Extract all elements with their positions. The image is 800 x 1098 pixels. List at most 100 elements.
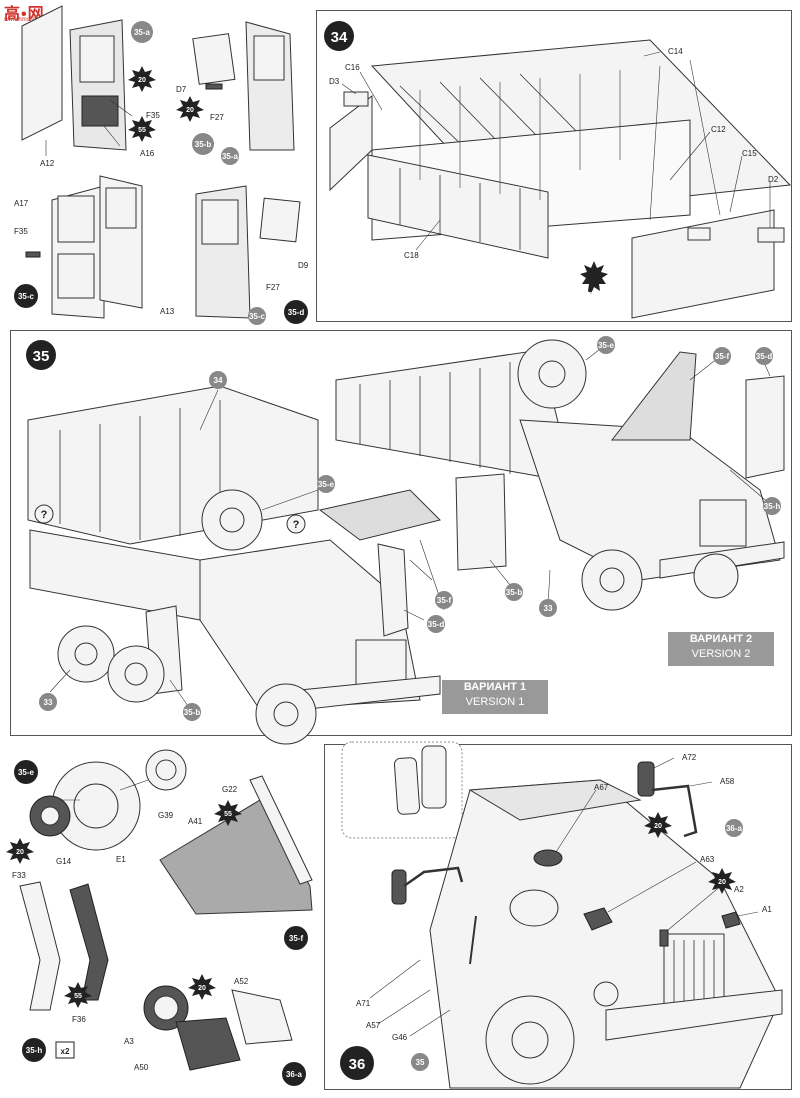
question-mark-1-text: ? xyxy=(41,509,48,521)
star-20-e-text: 20 xyxy=(16,849,24,856)
label-F27: F27 xyxy=(210,113,224,122)
label-C14: C14 xyxy=(668,47,683,56)
badge-35-ref-text: 35 xyxy=(416,1058,425,1067)
badge-33-ref-v1-text: 33 xyxy=(44,698,53,707)
door-trim-part xyxy=(81,95,119,127)
label-A41: A41 xyxy=(188,817,203,826)
label-C15: C15 xyxy=(742,149,757,158)
label-A67: A67 xyxy=(594,783,609,792)
label-G46: G46 xyxy=(392,1033,408,1042)
badge-35-a-ref-text: 35-a xyxy=(222,152,239,161)
label-F35-c: F35 xyxy=(14,227,28,236)
badge-35-h-ref-v2-text: 35-h xyxy=(764,502,781,511)
version-2-ru: ВАРИАНТ 2 xyxy=(689,633,753,645)
badge-35-d-ref-v1-text: 35-d xyxy=(428,620,445,629)
part-a63-part xyxy=(583,907,613,931)
label-A1: A1 xyxy=(762,905,772,914)
star-20-36-mid-text: 20 xyxy=(718,879,726,886)
step-34-circle xyxy=(324,21,354,51)
question-mark-2-text: ? xyxy=(293,519,300,531)
version-2-en: VERSION 2 xyxy=(691,648,751,660)
badge-35-b-ref-v2-text: 35-b xyxy=(506,588,523,597)
glue-star-55 xyxy=(580,261,608,294)
badge-35-f-ref-v2 xyxy=(713,347,731,365)
glue-star-20-e: 20 xyxy=(6,838,34,864)
glue-star-55-f: 55 xyxy=(214,800,242,826)
badge-35-d-ref-v1 xyxy=(427,615,445,633)
window-d3-part xyxy=(343,91,369,107)
badge-33-ref-v2 xyxy=(539,599,557,617)
label-C16: C16 xyxy=(345,63,360,72)
badge-35-e-text: 35-e xyxy=(18,768,35,777)
badge-35-a-ref xyxy=(221,147,239,165)
badge-35-d-ref-v2-text: 35-d xyxy=(756,352,773,361)
badge-35-a-text: 35-a xyxy=(134,28,151,37)
label-A2: A2 xyxy=(734,885,744,894)
v2-rear-wheel-part xyxy=(693,553,739,599)
left-mirror-arm-part xyxy=(403,866,464,888)
star-55-h-text: 55 xyxy=(74,993,82,1000)
badge-35-h xyxy=(22,1038,46,1062)
badge-35-b-ref-v1-text: 35-b xyxy=(184,708,201,717)
star-55-text: 55 xyxy=(589,292,597,299)
label-C18: C18 xyxy=(404,251,419,260)
label-A17: A17 xyxy=(14,199,29,208)
version-1-ru: ВАРИАНТ 1 xyxy=(463,681,527,693)
badge-35-d-ref-v2 xyxy=(755,347,773,365)
badge-35-c xyxy=(14,284,38,308)
handle-f35-part xyxy=(25,251,41,258)
watermark-sub: www.hmoshow.com xyxy=(4,17,57,23)
badge-36-a-ref xyxy=(725,819,743,837)
badge-36-a-text: 36-a xyxy=(286,1070,303,1079)
mirror-arm-a58-part xyxy=(651,784,698,838)
v1-right-door-part xyxy=(377,543,409,637)
door-a17-panel-part xyxy=(57,253,95,299)
star-20-a-text: 20 xyxy=(138,77,146,84)
badge-35-f xyxy=(284,926,308,950)
badge-36-a-ref-text: 36-a xyxy=(726,824,743,833)
bracket-f36-part xyxy=(69,883,109,1001)
badge-35-ref xyxy=(411,1053,429,1071)
badge-33-ref-v1 xyxy=(39,693,57,711)
badge-35-h-text: 35-h xyxy=(26,1046,43,1055)
badge-35-c-text: 35-c xyxy=(18,292,35,301)
label-C12: C12 xyxy=(711,125,726,134)
star-55-a-text: 55 xyxy=(138,127,146,134)
door-35d-window-part xyxy=(201,199,239,245)
label-A12: A12 xyxy=(40,159,55,168)
label-F33: F33 xyxy=(12,871,26,880)
label-G39: G39 xyxy=(158,811,174,820)
label-A57: A57 xyxy=(366,1021,381,1030)
canvas-side-c18-part xyxy=(367,154,549,259)
badge-35-c-ref xyxy=(248,307,266,325)
door-35b-window-part xyxy=(253,35,285,81)
handle-a1-part xyxy=(721,911,741,929)
handle-a2-part xyxy=(659,929,669,947)
badge-35-f-ref-v2-text: 35-f xyxy=(715,352,730,361)
label-E1: E1 xyxy=(116,855,126,864)
door-window-part xyxy=(79,35,115,83)
label-D7: D7 xyxy=(176,85,187,94)
watermark-main: 高•网 xyxy=(4,6,45,23)
label-F35: F35 xyxy=(146,111,160,120)
badge-35-a xyxy=(131,21,153,43)
mirror-inset-left xyxy=(393,757,421,815)
air-filter-36-part xyxy=(509,889,559,927)
v2-door-left-part xyxy=(455,473,507,571)
mirror-a72-part xyxy=(637,761,655,797)
glue-star-20-36-top: 20 xyxy=(644,812,672,838)
rod-a71-part xyxy=(469,915,477,965)
badge-35-f-text: 35-f xyxy=(289,934,304,943)
glue-star-20-a: 20 xyxy=(128,66,156,92)
label-A52: A52 xyxy=(234,977,249,986)
v2-grille-part xyxy=(699,499,747,547)
housing-a52-part xyxy=(231,989,293,1045)
label-G14: G14 xyxy=(56,857,72,866)
quantity-x2-text: x2 xyxy=(61,1047,70,1056)
badge-35-b-ref-v2 xyxy=(505,583,523,601)
v1-hood-part xyxy=(318,489,441,541)
label-F27-d: F27 xyxy=(266,283,280,292)
star-20-36a-text: 20 xyxy=(198,985,206,992)
